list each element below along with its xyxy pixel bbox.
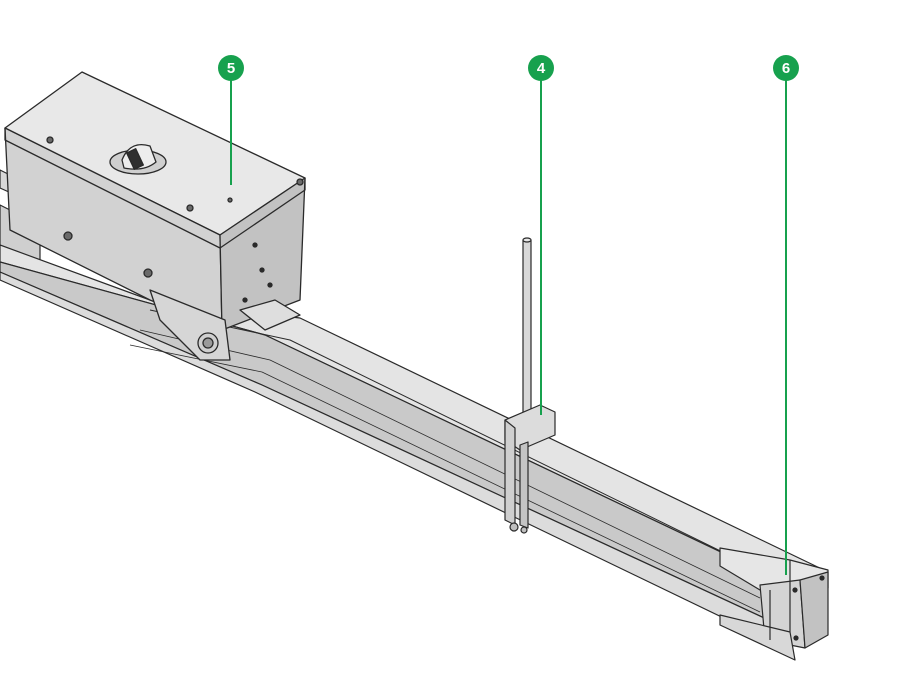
callout-lines bbox=[230, 80, 787, 575]
callout-badge-4: 4 bbox=[528, 55, 554, 81]
tap-off-box bbox=[4, 71, 306, 361]
callout-badge-5: 5 bbox=[218, 55, 244, 81]
busway-end-flange bbox=[719, 547, 829, 661]
callout-number-6: 6 bbox=[782, 60, 790, 77]
callout-number-4: 4 bbox=[537, 60, 546, 77]
callout-number-5: 5 bbox=[227, 60, 235, 77]
suspension-rod bbox=[504, 237, 556, 534]
callout-badge-6: 6 bbox=[773, 55, 799, 81]
